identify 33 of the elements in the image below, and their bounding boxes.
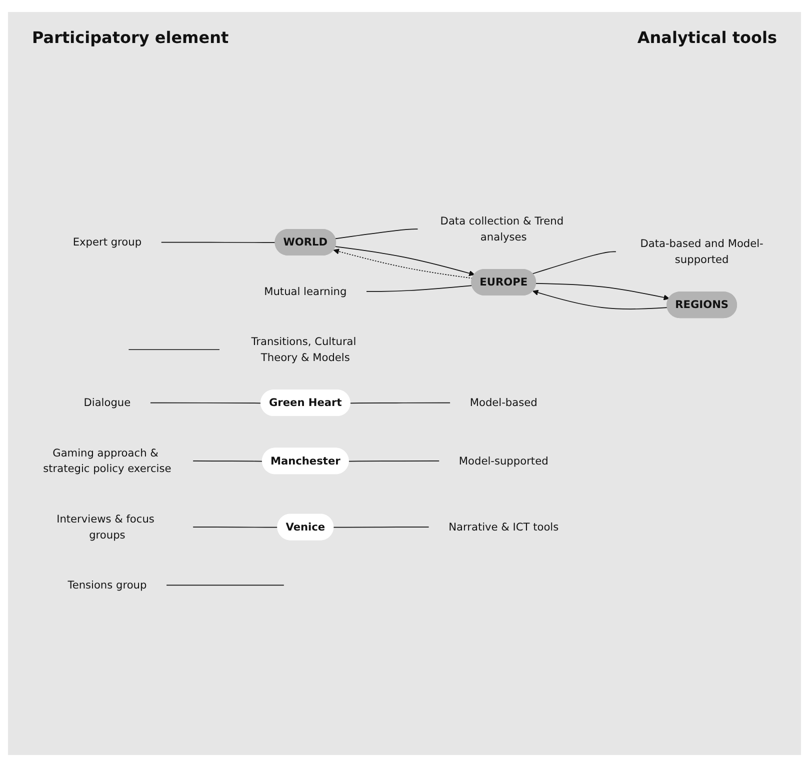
leader-line xyxy=(335,228,418,240)
text-label: Data collection & Trend analyses xyxy=(440,214,564,244)
text-label: Dialogue xyxy=(84,396,131,410)
text-label: Tensions group xyxy=(68,578,147,592)
ellipse-node: Venice xyxy=(277,514,334,541)
leader-line xyxy=(333,526,430,528)
leader-line xyxy=(160,242,276,244)
leader-line xyxy=(348,460,440,462)
leader-line xyxy=(532,252,616,275)
leader-line xyxy=(366,285,473,292)
column-heading: Analytical tools xyxy=(637,28,777,47)
leader-line xyxy=(166,585,284,586)
ellipse-node: Green Heart xyxy=(260,390,350,416)
arrow xyxy=(536,283,670,301)
text-label: Narrative & ICT tools xyxy=(448,520,559,534)
column-heading: Participatory element xyxy=(32,28,229,47)
text-label: Transitions, Cultural Theory & Models xyxy=(251,335,356,364)
arrow xyxy=(532,290,668,310)
ellipse-node: EUROPE xyxy=(471,269,536,296)
ellipse-node: WORLD xyxy=(274,229,336,256)
text-label: Data-based and Model-supported xyxy=(640,238,764,266)
ellipse-node: Manchester xyxy=(262,448,349,475)
leader-line xyxy=(192,460,264,462)
text-label: Mutual learning xyxy=(264,285,347,298)
text-label: Gaming approach & strategic policy exercise xyxy=(43,446,172,476)
text-label: Interviews & focus groups xyxy=(56,512,154,542)
leader-line xyxy=(150,402,262,404)
ellipse-node: REGIONS xyxy=(666,292,738,318)
leader-line xyxy=(350,402,450,404)
text-label: Expert group xyxy=(72,236,142,249)
text-label: Model-supported xyxy=(458,454,548,468)
text-label: Model-based xyxy=(470,396,538,410)
leader-line xyxy=(192,526,278,528)
